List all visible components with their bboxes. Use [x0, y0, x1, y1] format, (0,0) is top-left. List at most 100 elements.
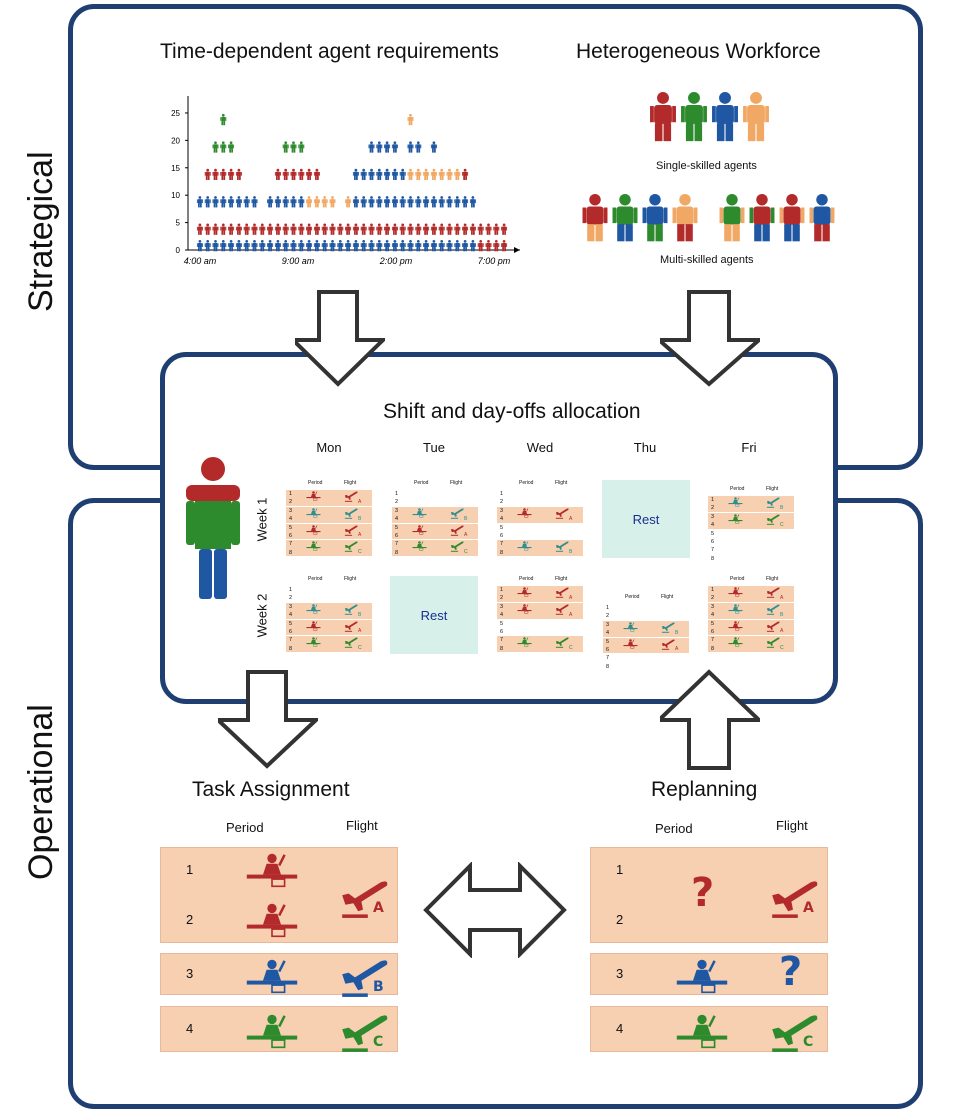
check-in-desk-icon [517, 637, 532, 647]
period-number: 3 [186, 966, 194, 981]
period-number: 1 [500, 587, 504, 593]
agent-mark [352, 168, 359, 181]
agent-mark [376, 223, 383, 235]
agent-mark [306, 196, 313, 208]
agent-mark [384, 223, 391, 235]
day-tue: Tue [423, 440, 445, 455]
agent-mark [446, 240, 453, 252]
check-in-desk-icon [517, 587, 532, 597]
period-number: 3 [616, 966, 624, 981]
agent-mark [399, 223, 406, 235]
agent-mark [462, 223, 469, 235]
agent-mark [228, 196, 235, 208]
down-arrow-left [295, 290, 385, 387]
period-number: 1 [186, 862, 194, 877]
assignment-band: ? [590, 949, 828, 995]
agent-mark [282, 168, 289, 181]
agent-mark [407, 113, 414, 126]
agent-mark [376, 168, 383, 181]
period-number: 8 [289, 645, 293, 652]
period-number: 5 [395, 524, 399, 531]
agent-mark [282, 240, 289, 252]
agent-mark [485, 223, 492, 235]
agent-mark [485, 240, 492, 252]
flight-letter: A [358, 498, 362, 505]
bar [313, 168, 320, 252]
day-wed: Wed [526, 440, 554, 455]
agent-mark [212, 240, 219, 252]
agent-mark [384, 141, 391, 153]
period-number: 2 [289, 595, 293, 602]
agent-mark [274, 168, 281, 181]
bar [228, 141, 235, 252]
agent-mark [352, 196, 359, 208]
agent-mark [407, 141, 414, 153]
agent-mark [415, 223, 422, 235]
flight-header: Flight [766, 486, 779, 492]
agent-mark [360, 168, 367, 181]
agent-mark [430, 168, 437, 181]
check-in-desk-icon [728, 497, 743, 507]
agent-mark [493, 223, 500, 235]
task-period-header: Period [226, 820, 264, 835]
period-number: 4 [711, 612, 715, 619]
period-number: 6 [500, 533, 504, 539]
agent-mark [282, 196, 289, 208]
agent-mark [438, 168, 445, 181]
assignment-band: C [708, 512, 794, 529]
agent-mark [259, 223, 266, 235]
period-number: 6 [289, 533, 293, 539]
agent-mark [228, 240, 235, 252]
single-skilled-agent-icon [681, 92, 707, 142]
agent-mark [345, 196, 352, 208]
departure-icon [555, 604, 569, 615]
agent-mark [438, 223, 445, 235]
agent-mark [298, 196, 305, 208]
agent-mark [415, 168, 422, 181]
bar [298, 141, 305, 252]
replan-flight-header: Flight [776, 818, 808, 833]
single-skilled-agent-icon [712, 92, 738, 142]
flight-header: Flight [661, 594, 674, 600]
down-arrow-right [660, 290, 760, 387]
assignment-band: C [160, 1006, 398, 1052]
x-tick-label: 4:00 am [184, 256, 217, 266]
agent-mark [501, 240, 508, 252]
period-number: 5 [500, 620, 504, 627]
period-number: 4 [616, 1021, 624, 1036]
agent-mark [321, 196, 328, 208]
departure-icon [450, 508, 464, 519]
rest-thu-week1: Rest [602, 480, 690, 558]
agent-mark [235, 168, 242, 181]
flight-letter: A [464, 532, 468, 539]
departure-icon [766, 621, 780, 632]
agent-mark [267, 223, 274, 235]
check-in-desk-icon [246, 959, 298, 994]
agent-mark [212, 223, 219, 235]
agent-mark [337, 240, 344, 252]
week-1-label: Week 1 [254, 497, 270, 542]
period-number: 6 [289, 629, 293, 635]
agent-mark [399, 240, 406, 252]
agent-mark [430, 240, 437, 252]
flight-letter: B [464, 515, 468, 522]
assignment-band: C [286, 540, 372, 557]
bar [477, 223, 484, 252]
assignment-band: C [497, 636, 583, 653]
period-number: 3 [500, 507, 504, 514]
bar [329, 196, 336, 252]
agent-mark [345, 240, 352, 252]
departure-icon [555, 637, 569, 649]
period-number: 2 [606, 613, 610, 620]
agent-mark [423, 240, 430, 252]
check-in-desk-icon [412, 541, 427, 551]
departure-icon [772, 881, 818, 918]
agent-mark [235, 240, 242, 252]
agent-mark [415, 240, 422, 252]
departure-icon [450, 541, 464, 553]
period-number: 4 [395, 516, 399, 523]
agent-mark [438, 196, 445, 208]
